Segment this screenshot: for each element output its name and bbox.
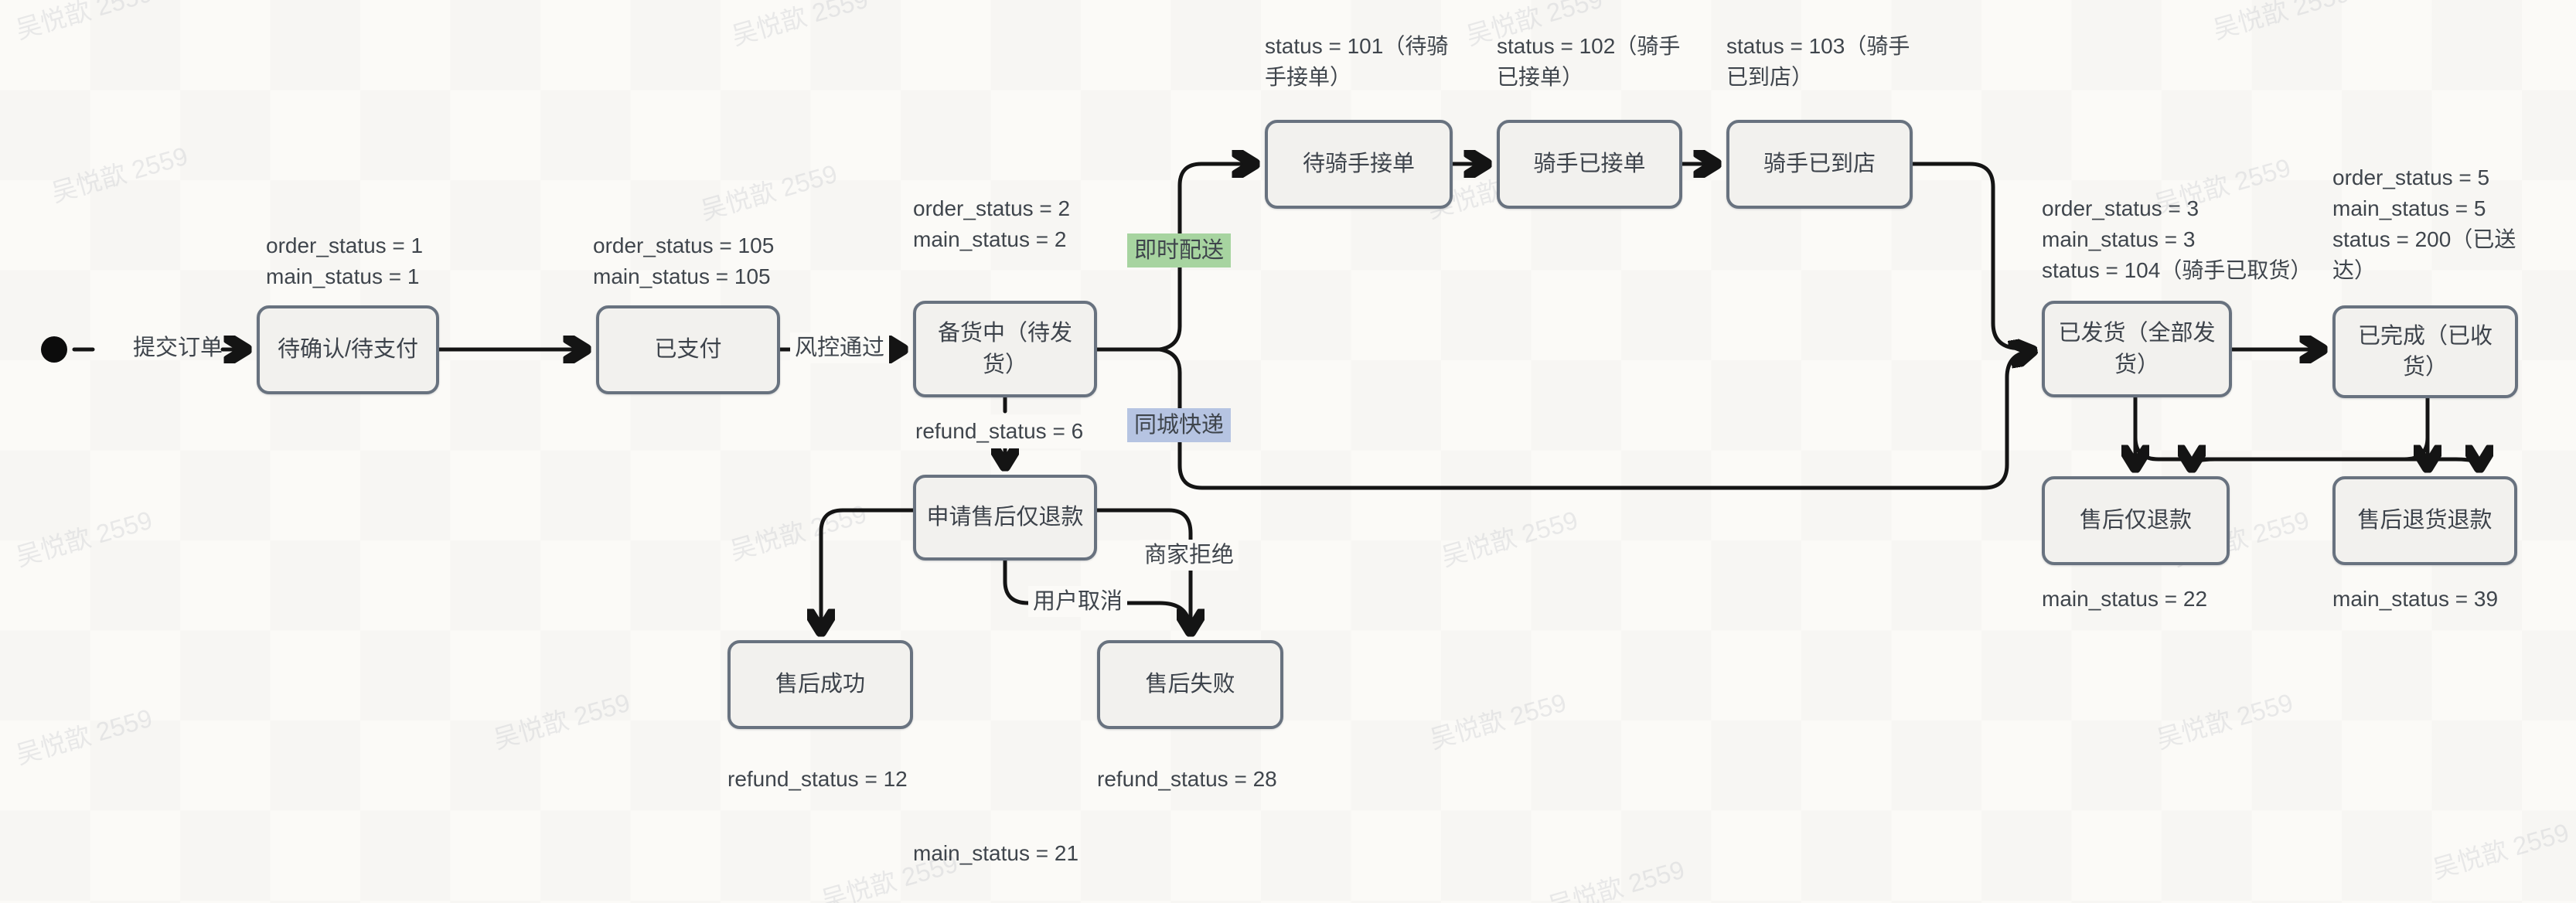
annotation-pending: order_status = 1 main_status = 1 [266, 230, 498, 292]
annotation-line: status = 200（已送达） [2332, 227, 2516, 282]
label-instant-delivery-tag: 即时配送 [1127, 233, 1232, 268]
label-user-cancel: 用户取消 [1028, 586, 1128, 618]
annotation-line: status = 101（待骑手接单） [1265, 34, 1449, 89]
annotation-status-103: status = 103（骑手已到店） [1726, 31, 1926, 93]
annotation-line: main_status = 5 [2332, 196, 2486, 220]
annotation-paid: order_status = 105 main_status = 105 [593, 230, 848, 292]
annotation-shipped: order_status = 3 main_status = 3 status … [2042, 193, 2343, 286]
annotation-line: order_status = 5 [2332, 165, 2490, 189]
annotation-main-status-22: main_status = 22 [2042, 587, 2208, 611]
annotation-status-101: status = 101（待骑手接单） [1265, 31, 1464, 93]
edge-completed-to-refundonly [2192, 395, 2430, 467]
annotation-status-102: status = 102（骑手已接单） [1497, 31, 1696, 93]
annotation-line: order_status = 3 [2042, 196, 2199, 220]
start-node [41, 336, 67, 363]
edge-apply-to-success [821, 508, 915, 631]
node-rider-accepted: 骑手已接单 [1497, 120, 1682, 209]
annotation-line: status = 102（骑手已接单） [1497, 34, 1681, 89]
node-shipped: 已发货（全部发货） [2042, 301, 2232, 397]
annotation-line: status = 103（骑手已到店） [1726, 34, 1910, 89]
annotation-line: main_status = 3 [2042, 227, 2196, 251]
node-preparing: 备货中（待发货） [913, 301, 1097, 397]
node-paid: 已支付 [596, 305, 780, 394]
node-pending-payment: 待确认/待支付 [257, 305, 439, 394]
edge-city-express-branch [1157, 349, 2032, 490]
edge-apply-to-failed-reject [1095, 508, 1191, 631]
label-risk-pass: 风控通过 [790, 332, 890, 364]
annotation-preparing: order_status = 2 main_status = 2 [913, 193, 1145, 255]
annotation-main-status-39: main_status = 39 [2332, 587, 2499, 611]
edge-instant-delivery-branch [1157, 164, 1254, 352]
node-aftersale-refund-only: 售后仅退款 [2042, 476, 2230, 565]
annotation-refund-status-28: refund_status = 28 [1097, 767, 1277, 791]
annotation-line: main_status = 1 [266, 264, 420, 288]
label-submit-order: 提交订单 [133, 336, 223, 360]
annotation-completed: order_status = 5 main_status = 5 status … [2332, 162, 2529, 286]
annotation-line: main_status = 2 [913, 227, 1067, 251]
annotation-refund-status-12: refund_status = 12 [727, 767, 908, 791]
annotation-main-status-21: main_status = 21 [913, 841, 1079, 865]
node-aftersale-return-refund: 售后退货退款 [2332, 476, 2517, 565]
annotation-line: order_status = 105 [593, 233, 775, 257]
label-merchant-reject: 商家拒绝 [1140, 540, 1239, 571]
edge-atstore-to-shipped [1910, 162, 2023, 351]
edge-shipped-to-returnrefund [2133, 395, 2479, 467]
node-aftersale-failed: 售后失败 [1097, 640, 1283, 729]
node-rider-at-store: 骑手已到店 [1726, 120, 1913, 209]
annotation-line: main_status = 105 [593, 264, 771, 288]
annotation-line: order_status = 1 [266, 233, 424, 257]
label-city-express-tag: 同城快递 [1127, 408, 1232, 443]
annotation-refund-status-6: refund_status = 6 [911, 414, 1089, 448]
annotation-line: order_status = 2 [913, 196, 1071, 220]
node-wait-rider: 待骑手接单 [1265, 120, 1453, 209]
node-aftersale-success: 售后成功 [727, 640, 913, 729]
node-completed: 已完成（已收货） [2332, 305, 2518, 398]
annotation-line: status = 104（骑手已取货） [2042, 258, 2312, 282]
node-apply-refund-only: 申请售后仅退款 [913, 475, 1097, 561]
